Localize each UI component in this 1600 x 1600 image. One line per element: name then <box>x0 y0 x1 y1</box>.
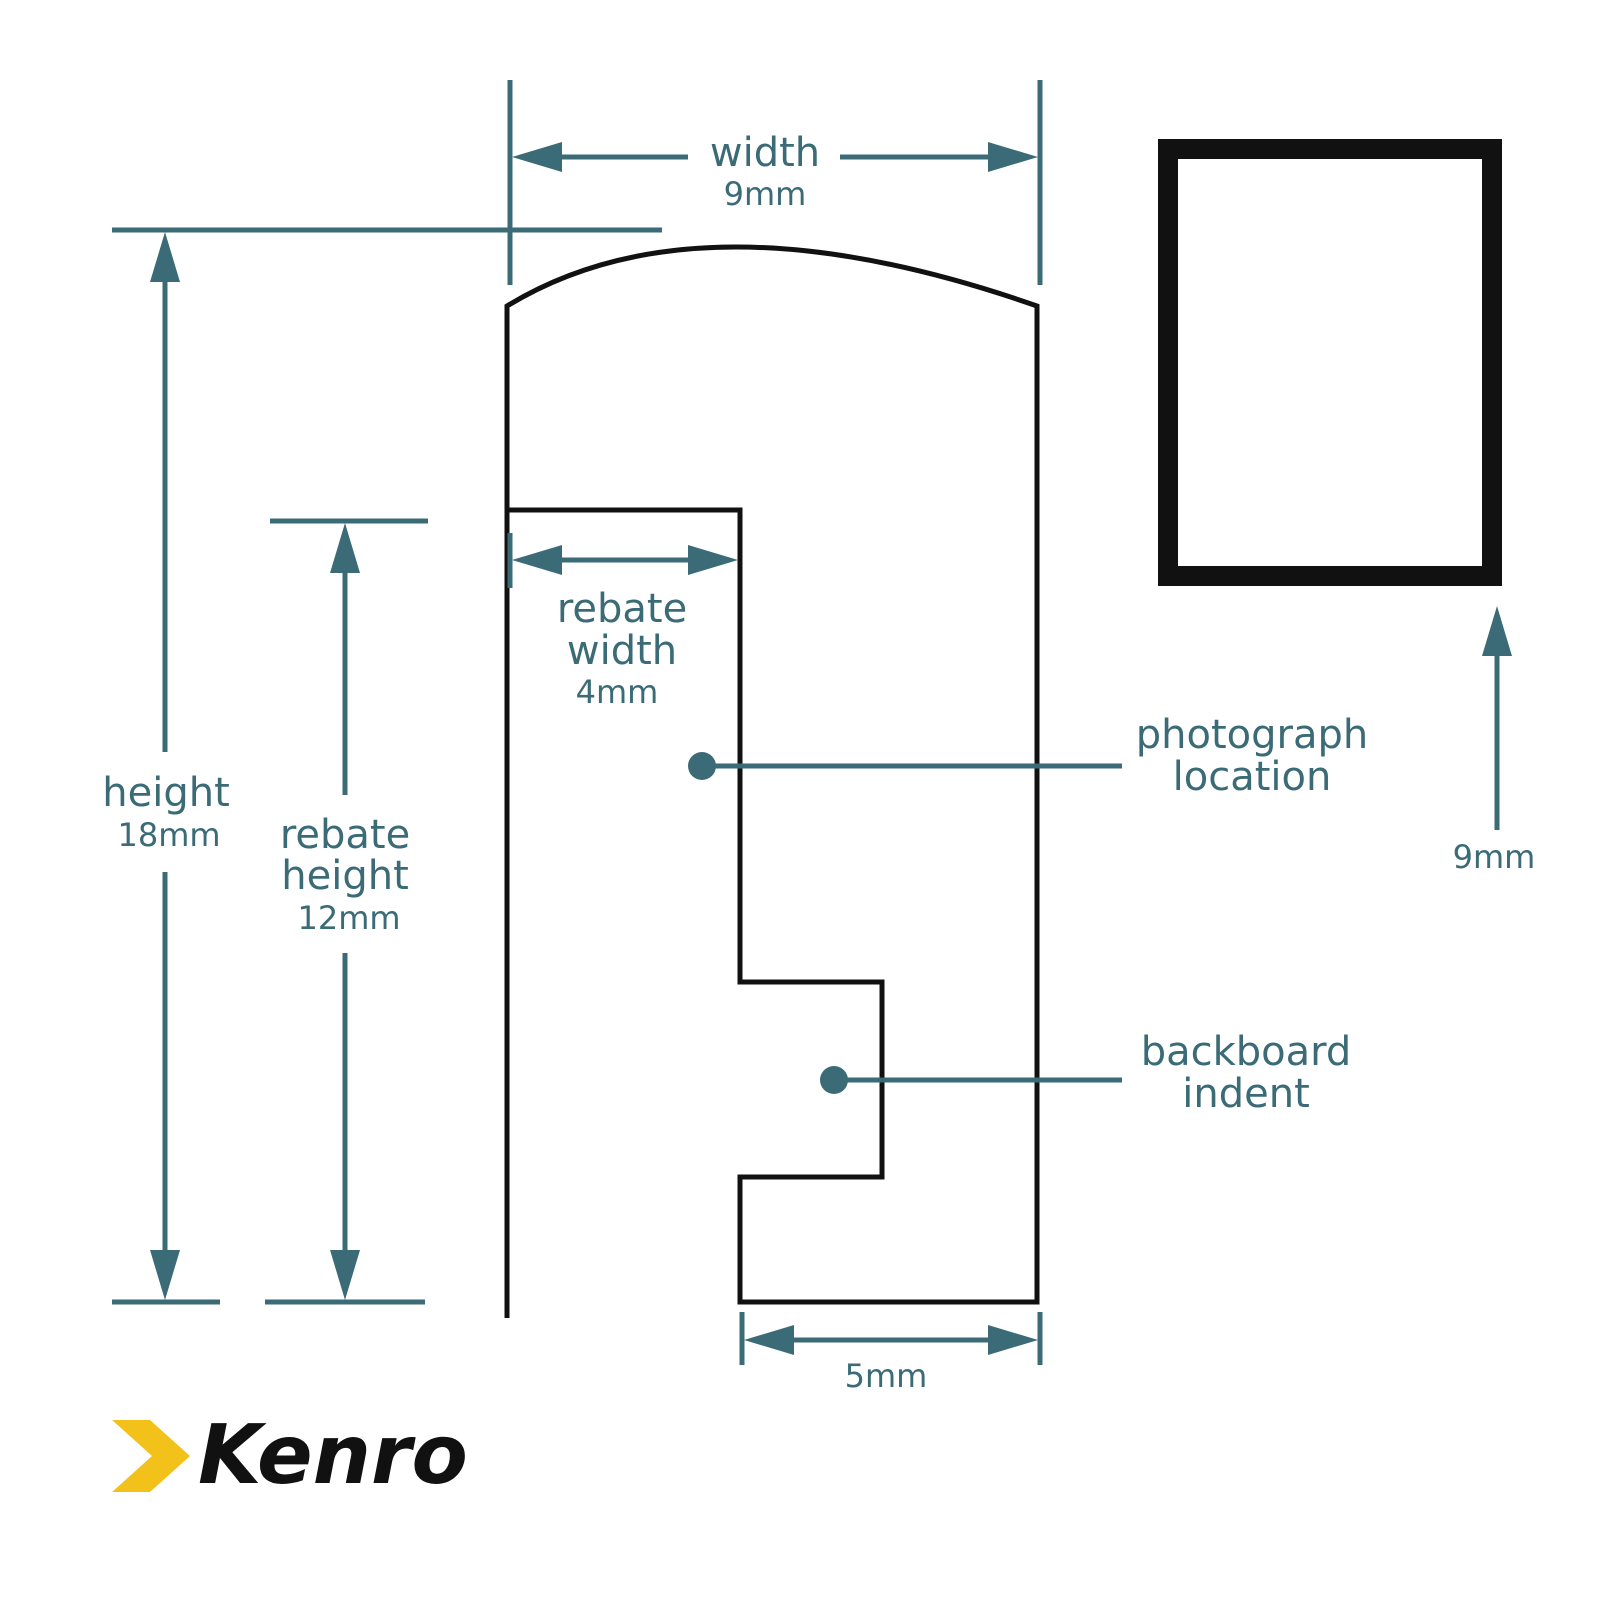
bottom-width-dimension <box>739 1312 1043 1365</box>
frame-front-view <box>1158 139 1502 586</box>
logo-text: Kenro <box>198 1408 468 1503</box>
height-dimension <box>112 227 662 1305</box>
height-value: 18mm <box>117 816 220 854</box>
rebate-height-line2: height <box>281 853 409 899</box>
kenro-logo: Kenro <box>112 1408 468 1503</box>
width-title: width <box>710 130 820 176</box>
rebate-width-dimension <box>507 533 738 588</box>
width-value: 9mm <box>724 175 807 213</box>
rebate-width-line1: rebate <box>557 586 687 632</box>
rebate-width-value: 4mm <box>576 673 659 711</box>
backboard-indent-line1: backboard <box>1141 1029 1352 1075</box>
frame-profile-outline <box>504 244 1040 1318</box>
rebate-height-value: 12mm <box>297 899 400 937</box>
rebate-height-line1: rebate <box>280 812 410 858</box>
frame-depth-dimension <box>1482 606 1512 830</box>
photograph-location-line1: photograph <box>1136 712 1368 758</box>
height-title: height <box>102 770 230 816</box>
backboard-indent-callout <box>820 1066 1122 1094</box>
backboard-indent-line2: indent <box>1182 1071 1310 1117</box>
bottom-width-value: 5mm <box>845 1357 928 1395</box>
rebate-width-line2: width <box>567 628 677 674</box>
rebate-height-dimension <box>265 518 428 1305</box>
photograph-location-line2: location <box>1173 754 1332 800</box>
frame-depth-value: 9mm <box>1453 838 1536 876</box>
photograph-location-callout <box>688 752 1122 780</box>
width-dimension <box>507 80 1043 285</box>
logo-chevron-icon <box>112 1420 190 1492</box>
